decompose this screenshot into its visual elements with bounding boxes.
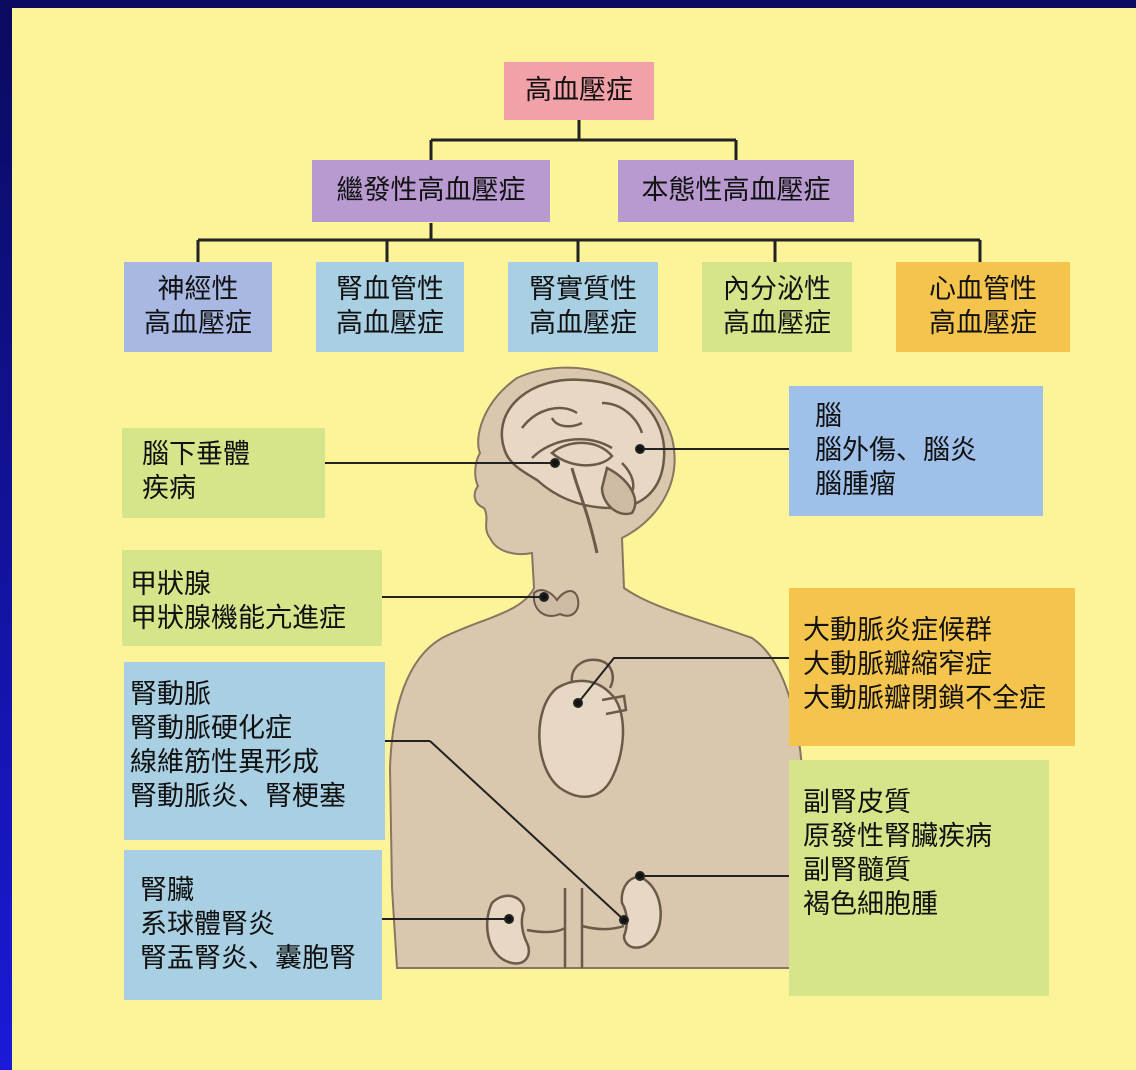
aorta-label-box: 大動脈炎症候群 大動脈瓣縮窄症 大動脈瓣閉鎖不全症 [789,588,1075,746]
tree-connectors [196,120,982,265]
essential-hypertension-box: 本態性高血壓症 [618,160,854,222]
thyroid-label-box: 甲狀腺 甲狀腺機能亢進症 [122,550,382,646]
slide: 高血壓症 繼發性高血壓症 本態性高血壓症 神經性 高血壓症 腎血管性 高血壓症 … [12,8,1136,1070]
renal-artery-label-box: 腎動脈 腎動脈硬化症 線維筋性異形成 腎動脈炎、腎梗塞 [124,662,385,840]
body-silhouette [388,366,803,969]
brain-label-box: 腦 腦外傷、腦炎 腦腫瘤 [789,386,1043,516]
renal-parenchymal-hypertension-box: 腎實質性 高血壓症 [508,262,658,352]
pituitary-label-box: 腦下垂體 疾病 [122,428,325,518]
root-hypertension-box: 高血壓症 [504,62,654,120]
neurogenic-hypertension-box: 神經性 高血壓症 [124,262,272,352]
cardiovascular-hypertension-box: 心血管性 高血壓症 [896,262,1070,352]
kidney-label-box: 腎臟 系球體腎炎 腎盂腎炎、囊胞腎 [124,850,382,1000]
diagram-graphics [196,120,982,969]
renovascular-hypertension-box: 腎血管性 高血壓症 [316,262,464,352]
adrenal-label-box: 副腎皮質 原發性腎臟疾病 副腎髓質 褐色細胞腫 [789,760,1049,996]
secondary-hypertension-box: 繼發性高血壓症 [312,160,550,222]
endocrine-hypertension-box: 內分泌性 高血壓症 [702,262,852,352]
pointer-lines [325,444,790,925]
